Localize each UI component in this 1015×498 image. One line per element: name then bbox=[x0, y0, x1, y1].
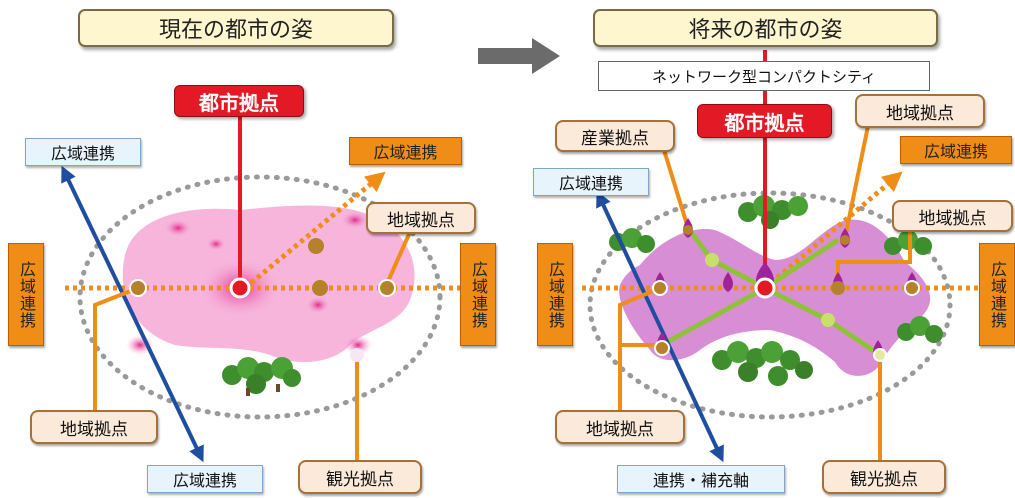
left-hotspot-2 bbox=[206, 237, 226, 251]
right-broad-label-right-vertical: 広域連携 bbox=[979, 243, 1015, 346]
right-tourism-label: 観光拠点 bbox=[822, 460, 946, 494]
right-node-drop-9 bbox=[723, 272, 733, 292]
left-tourism-label: 観光拠点 bbox=[298, 460, 422, 494]
left-region-upper-leader bbox=[383, 231, 412, 289]
right-region-mid-label: 地域拠点 bbox=[892, 200, 1013, 232]
right-node-a bbox=[683, 225, 693, 235]
left-hotspot-1 bbox=[164, 219, 192, 237]
right-broad-label-left-vertical: 広域連携 bbox=[537, 243, 573, 346]
left-broad-label-right-vertical: 広域連携 bbox=[460, 243, 496, 346]
right-node-g bbox=[873, 348, 887, 362]
network-compact-city-label: ネットワーク型コンパクトシティ bbox=[598, 61, 930, 91]
right-broad-axis-arrow bbox=[596, 190, 724, 463]
right-region-top-leader bbox=[843, 125, 870, 239]
left-broad-label-top-left: 広域連携 bbox=[25, 138, 141, 166]
transition-arrow bbox=[478, 38, 560, 74]
left-node-1 bbox=[308, 238, 324, 254]
left-hotspot-6 bbox=[344, 335, 372, 355]
right-region-top-label: 地域拠点 bbox=[855, 94, 985, 128]
left-hotspot-4 bbox=[306, 296, 330, 314]
right-panel-title: 将来の都市の姿 bbox=[593, 9, 938, 47]
left-tree-cluster bbox=[222, 357, 301, 396]
right-tree-cluster-top bbox=[738, 195, 808, 229]
left-region-upper-label: 地域拠点 bbox=[366, 202, 476, 234]
left-hub-node bbox=[229, 277, 251, 299]
right-axis-node-1 bbox=[705, 253, 719, 267]
left-region-lower-label: 地域拠点 bbox=[30, 410, 158, 444]
left-node-3 bbox=[378, 279, 396, 297]
right-region-lower-leader bbox=[618, 286, 662, 412]
right-industrial-leader bbox=[662, 149, 690, 229]
right-broad-label-top-right: 広域連携 bbox=[900, 136, 1012, 164]
right-node-e bbox=[652, 280, 668, 296]
right-node-f bbox=[654, 340, 670, 356]
right-node-c bbox=[831, 281, 845, 295]
left-node-2 bbox=[312, 280, 328, 296]
right-broad-label-top-left: 広域連携 bbox=[533, 168, 649, 196]
left-broad-axis-arrow bbox=[61, 165, 204, 463]
right-hub-label: 都市拠点 bbox=[697, 104, 832, 138]
left-node-4 bbox=[129, 279, 147, 297]
left-broad-label-top-right: 広域連携 bbox=[349, 137, 462, 165]
right-axis-node-2 bbox=[821, 313, 835, 327]
left-panel-title: 現在の都市の姿 bbox=[78, 9, 394, 47]
left-city-boundary bbox=[77, 174, 443, 420]
right-node-d bbox=[904, 280, 920, 296]
right-region-lower-label: 地域拠点 bbox=[555, 410, 685, 444]
right-industrial-label: 産業拠点 bbox=[555, 120, 675, 152]
right-node-b bbox=[840, 235, 850, 245]
left-hub-label: 都市拠点 bbox=[174, 85, 304, 117]
right-city-boundary bbox=[587, 190, 953, 420]
right-tree-cluster-right bbox=[884, 230, 943, 343]
left-broad-label-bottom: 広域連携 bbox=[147, 465, 263, 493]
left-broad-label-left-vertical: 広域連携 bbox=[8, 243, 44, 346]
left-region-lower-leader bbox=[93, 286, 139, 415]
right-axis-label: 連携・補充軸 bbox=[617, 465, 785, 493]
right-tree-cluster-bottom bbox=[712, 341, 813, 386]
left-node-5 bbox=[350, 348, 364, 362]
right-hub-node bbox=[754, 277, 776, 299]
left-hotspot-3 bbox=[341, 211, 369, 229]
